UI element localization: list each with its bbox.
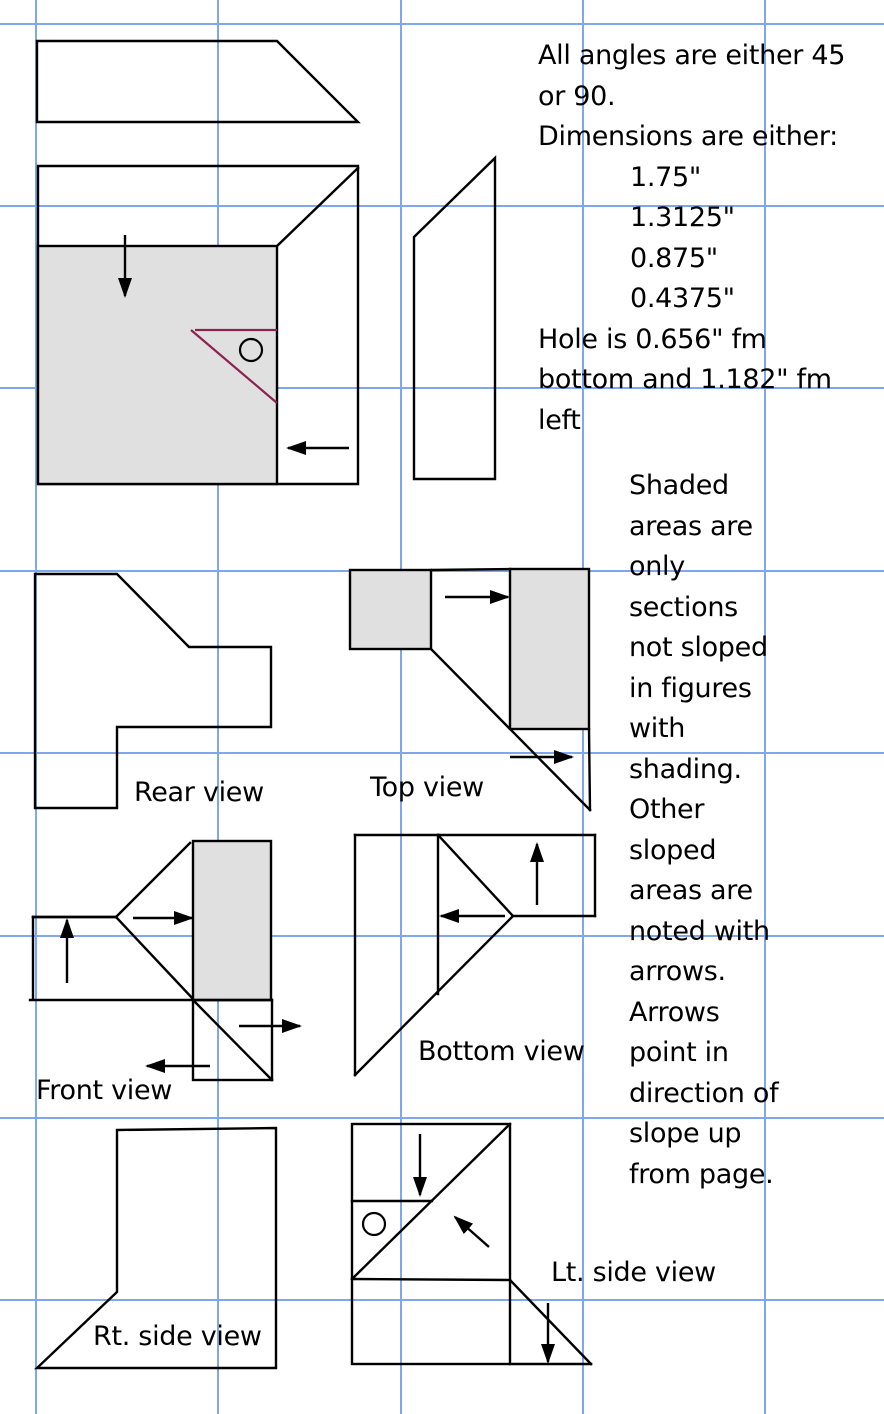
figure-right-side-view [33,1126,278,1370]
front-view-label: Front view [36,1075,173,1106]
legend-line: shading. [629,753,742,785]
legend-line: areas are [629,510,753,542]
angles-note-line-1: All angles are either 45 [538,40,846,71]
legend-line: from page. [629,1158,774,1190]
legend-line: areas are [629,875,753,906]
dimension-value: 0.875" [630,242,718,274]
figure-slanted-column [412,155,497,481]
dimension-value: 1.75" [630,161,702,193]
legend-block: Shaded areas are only sections not slope… [629,466,779,1195]
legend-line: arrows. [629,956,726,987]
hole-icon [238,337,264,363]
hole-note-line-2: bottom and 1.182" fm [538,364,832,395]
hole-note-line-3: left [538,404,581,436]
legend-line: in figures [629,672,752,704]
legend-line: Other [629,794,705,825]
legend-line: only [629,551,685,582]
figure-bottom-view [353,833,597,1077]
hole-note-line-1: Hole is 0.656" fm [538,323,767,355]
figure-left-side-view [350,1122,593,1366]
arrow-up-left-icon [453,1215,490,1248]
top-view-label: Top view [370,772,484,803]
bottom-view-label: Bottom view [418,1036,585,1067]
figure-main-shaded [36,164,360,486]
figure-front-view [28,839,302,1082]
legend-line: sloped [629,834,717,866]
figure-top-view [348,567,592,812]
legend-line: Shaded [629,470,729,501]
figure-rear-view [33,572,273,810]
left-side-view-label: Lt. side view [551,1257,716,1288]
legend-line: slope up [629,1118,742,1149]
right-side-view-label: Rt. side view [93,1321,262,1352]
legend-line: not sloped [629,632,768,663]
dimension-value: 0.4375" [630,283,735,314]
figure-trapezoid-top [35,39,361,124]
dimensions-heading: Dimensions are either: [538,121,838,152]
dimension-value: 1.3125" [630,202,735,233]
legend-line: sections [629,591,738,623]
angles-note-line-2: or 90. [538,80,616,112]
legend-line: with [629,713,686,744]
hole-icon [361,1211,387,1237]
legend-line: point in [629,1037,729,1068]
legend-line: Arrows [629,996,720,1028]
legend-line: direction of [629,1077,779,1109]
notes-block: All angles are either 45 or 90. Dimensio… [538,36,845,441]
legend-line: noted with [629,915,770,947]
rear-view-label: Rear view [134,777,264,808]
